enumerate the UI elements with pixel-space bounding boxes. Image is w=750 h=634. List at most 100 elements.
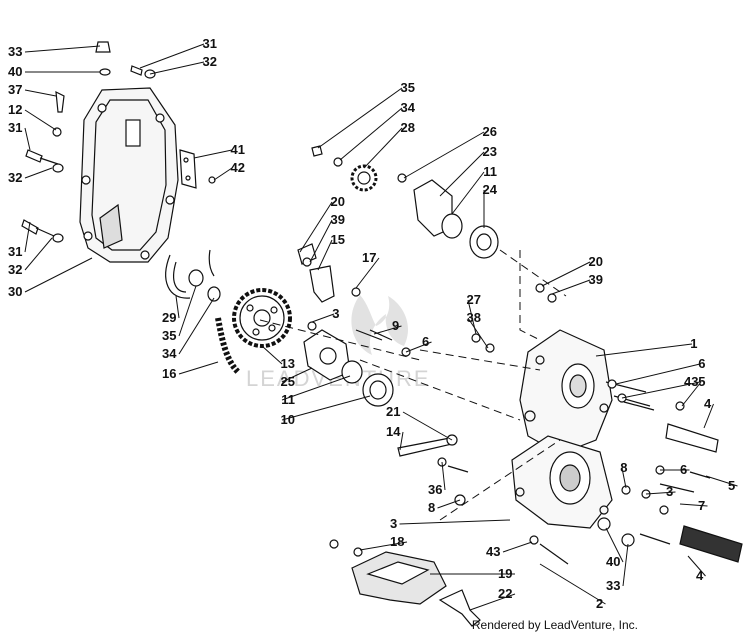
callout-leader-39 [551,279,591,295]
callout-leader-29 [175,295,180,319]
callout-leader-13 [261,345,283,365]
callout-leader-33 [24,45,101,53]
callout-leader-32 [24,237,53,271]
callout-label-7: 7 [698,498,705,513]
callout-leader-5 [621,381,701,399]
callout-label-31: 31 [8,244,22,259]
callout-label-26: 26 [483,124,497,139]
callout-label-6: 6 [698,356,705,371]
callout-label-3: 3 [666,484,673,499]
drive-chain [165,249,241,375]
callout-label-3: 3 [332,306,339,321]
callout-leader-3 [399,519,511,525]
callout-leader-32 [24,167,53,179]
callout-leader-3 [311,313,335,323]
callout-label-33: 33 [606,578,620,593]
callout-leader-32 [149,61,205,75]
callout-leader-42 [213,167,233,181]
callout-label-23: 23 [483,144,497,159]
credit-text: Rendered by LeadVenture, Inc. [471,618,638,632]
callout-leader-2 [539,563,606,605]
housing-bolts [529,379,711,565]
callout-label-11: 11 [483,164,497,179]
callout-label-28: 28 [401,120,415,135]
callout-leader-37 [24,89,57,97]
callout-label-5: 5 [698,374,705,389]
callout-label-31: 31 [8,120,22,135]
callout-leader-1 [595,343,693,357]
callout-label-14: 14 [386,424,401,439]
callout-leader-20 [541,261,591,287]
chain-case-cover [79,87,179,263]
callout-label-24: 24 [483,182,498,197]
callout-label-29: 29 [162,310,176,325]
callout-label-4: 4 [696,568,704,583]
callout-leader-15 [317,239,333,271]
callout-leader-21 [402,411,453,441]
gearcase-housing [511,329,613,529]
callout-leader-18 [359,541,408,551]
callout-leader-38 [467,317,489,349]
callout-leader-5 [705,475,738,487]
callout-label-16: 16 [162,366,176,381]
callout-leader-10 [281,395,371,421]
callout-label-34: 34 [162,346,177,361]
callout-label-25: 25 [281,374,295,389]
callout-leader-7 [679,503,708,507]
callout-leader-25 [281,367,313,383]
callout-leader-4 [687,555,706,577]
callout-label-13: 13 [281,356,295,371]
callout-label-8: 8 [428,500,435,515]
callout-leader-36 [441,461,446,491]
callout-leader-31 [24,221,31,253]
callout-label-1: 1 [690,336,697,351]
callout-label-33: 33 [8,44,22,59]
callout-label-37: 37 [8,82,22,97]
callout-label-20: 20 [589,254,603,269]
callout-leader-11 [281,375,351,401]
callout-leader-35 [178,285,197,337]
callout-leader-4 [703,403,714,429]
callout-leader-8 [437,499,461,509]
callout-label-42: 42 [231,160,245,175]
lower-cover [351,551,481,627]
callout-leader-22 [469,593,516,611]
dipstick-plate [179,149,197,189]
drive-sprocket [188,269,292,348]
callout-label-5: 5 [728,478,735,493]
watermark-logo-icon [351,295,409,355]
callout-label-43: 43 [486,544,500,559]
callout-leader-35 [317,87,403,149]
callout-leader-11 [451,171,485,215]
callout-label-40: 40 [606,554,620,569]
callout-leader-34 [178,297,215,355]
callout-label-32: 32 [8,262,22,277]
callout-label-43: 43 [684,374,698,389]
callout-leader-8 [621,467,627,489]
callout-leader-33 [622,543,629,587]
callout-leader-43 [681,381,702,407]
callout-label-6: 6 [680,462,687,477]
drive-shafts [665,423,743,563]
callout-leader-28 [363,127,403,169]
callout-label-12: 12 [8,102,22,117]
callout-label-17: 17 [362,250,376,265]
callout-leader-6 [615,363,701,385]
callout-label-34: 34 [401,100,416,115]
callout-leader-43 [502,541,533,553]
callout-label-18: 18 [390,534,404,549]
callout-label-10: 10 [281,412,295,427]
callout-label-15: 15 [331,232,345,247]
callout-label-31: 31 [203,36,217,51]
callout-label-21: 21 [386,404,400,419]
callout-leader-20 [299,201,333,253]
callout-label-36: 36 [428,482,442,497]
callout-label-11: 11 [281,392,295,407]
callout-label-32: 32 [203,54,217,69]
callout-leader-14 [399,431,404,451]
callout-label-39: 39 [589,272,603,287]
callout-leader-16 [178,361,219,375]
callout-leader-31 [139,43,205,69]
callout-leader-40 [605,527,624,563]
callout-leader-34 [339,107,403,161]
